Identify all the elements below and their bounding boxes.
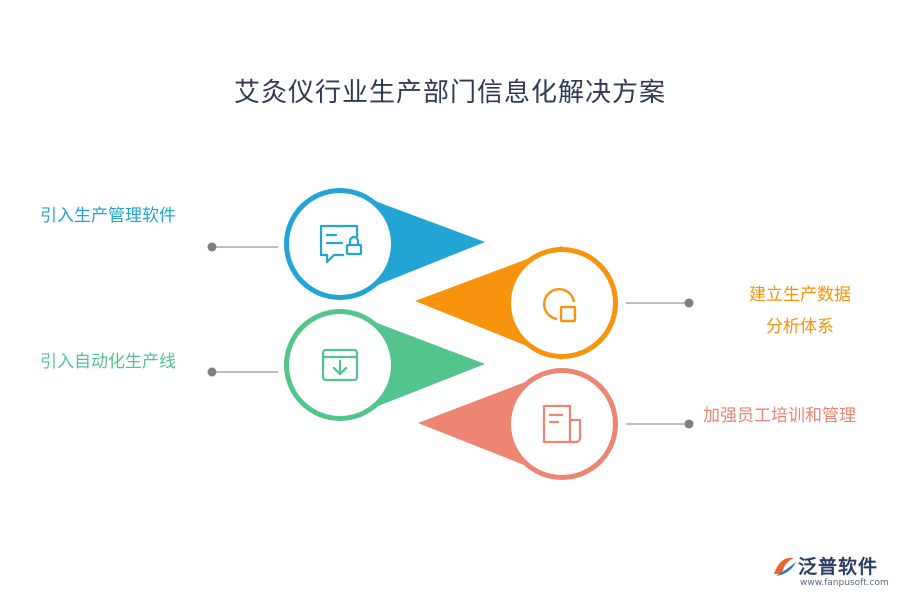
node-4 [418,368,618,480]
node-3 [284,309,485,421]
brand-watermark: 泛普软件 www.fanpusoft.com [770,552,895,594]
label-item-3: 引入自动化生产线 [40,346,176,378]
label-text: 加强员工培训和管理 [703,406,856,426]
brand-logo-icon [774,557,796,576]
connector-3 [207,367,278,377]
label-item-4: 加强员工培训和管理 [703,400,856,432]
brand-name: 泛普软件 [798,556,879,578]
page-title: 艾灸仪行业生产部门信息化解决方案 [233,78,666,108]
label-text: 引入自动化生产线 [40,352,176,372]
download-box-icon [321,348,359,382]
chart-square-icon [542,287,577,323]
node-2 [415,246,618,360]
node-1 [284,188,485,300]
brand-url: www.fanpusoft.com [800,578,889,588]
chat-lock-icon [319,224,363,264]
label-text: 引入生产管理软件 [40,206,176,226]
connector-2 [626,298,694,308]
connector-4 [626,419,694,429]
document-icon [542,404,582,444]
label-item-2: 建立生产数据 分析体系 [725,279,875,343]
connector-1 [207,242,278,252]
label-text-line2: 分析体系 [766,317,834,337]
label-text-line1: 建立生产数据 [749,285,851,305]
label-item-1: 引入生产管理软件 [40,200,176,232]
